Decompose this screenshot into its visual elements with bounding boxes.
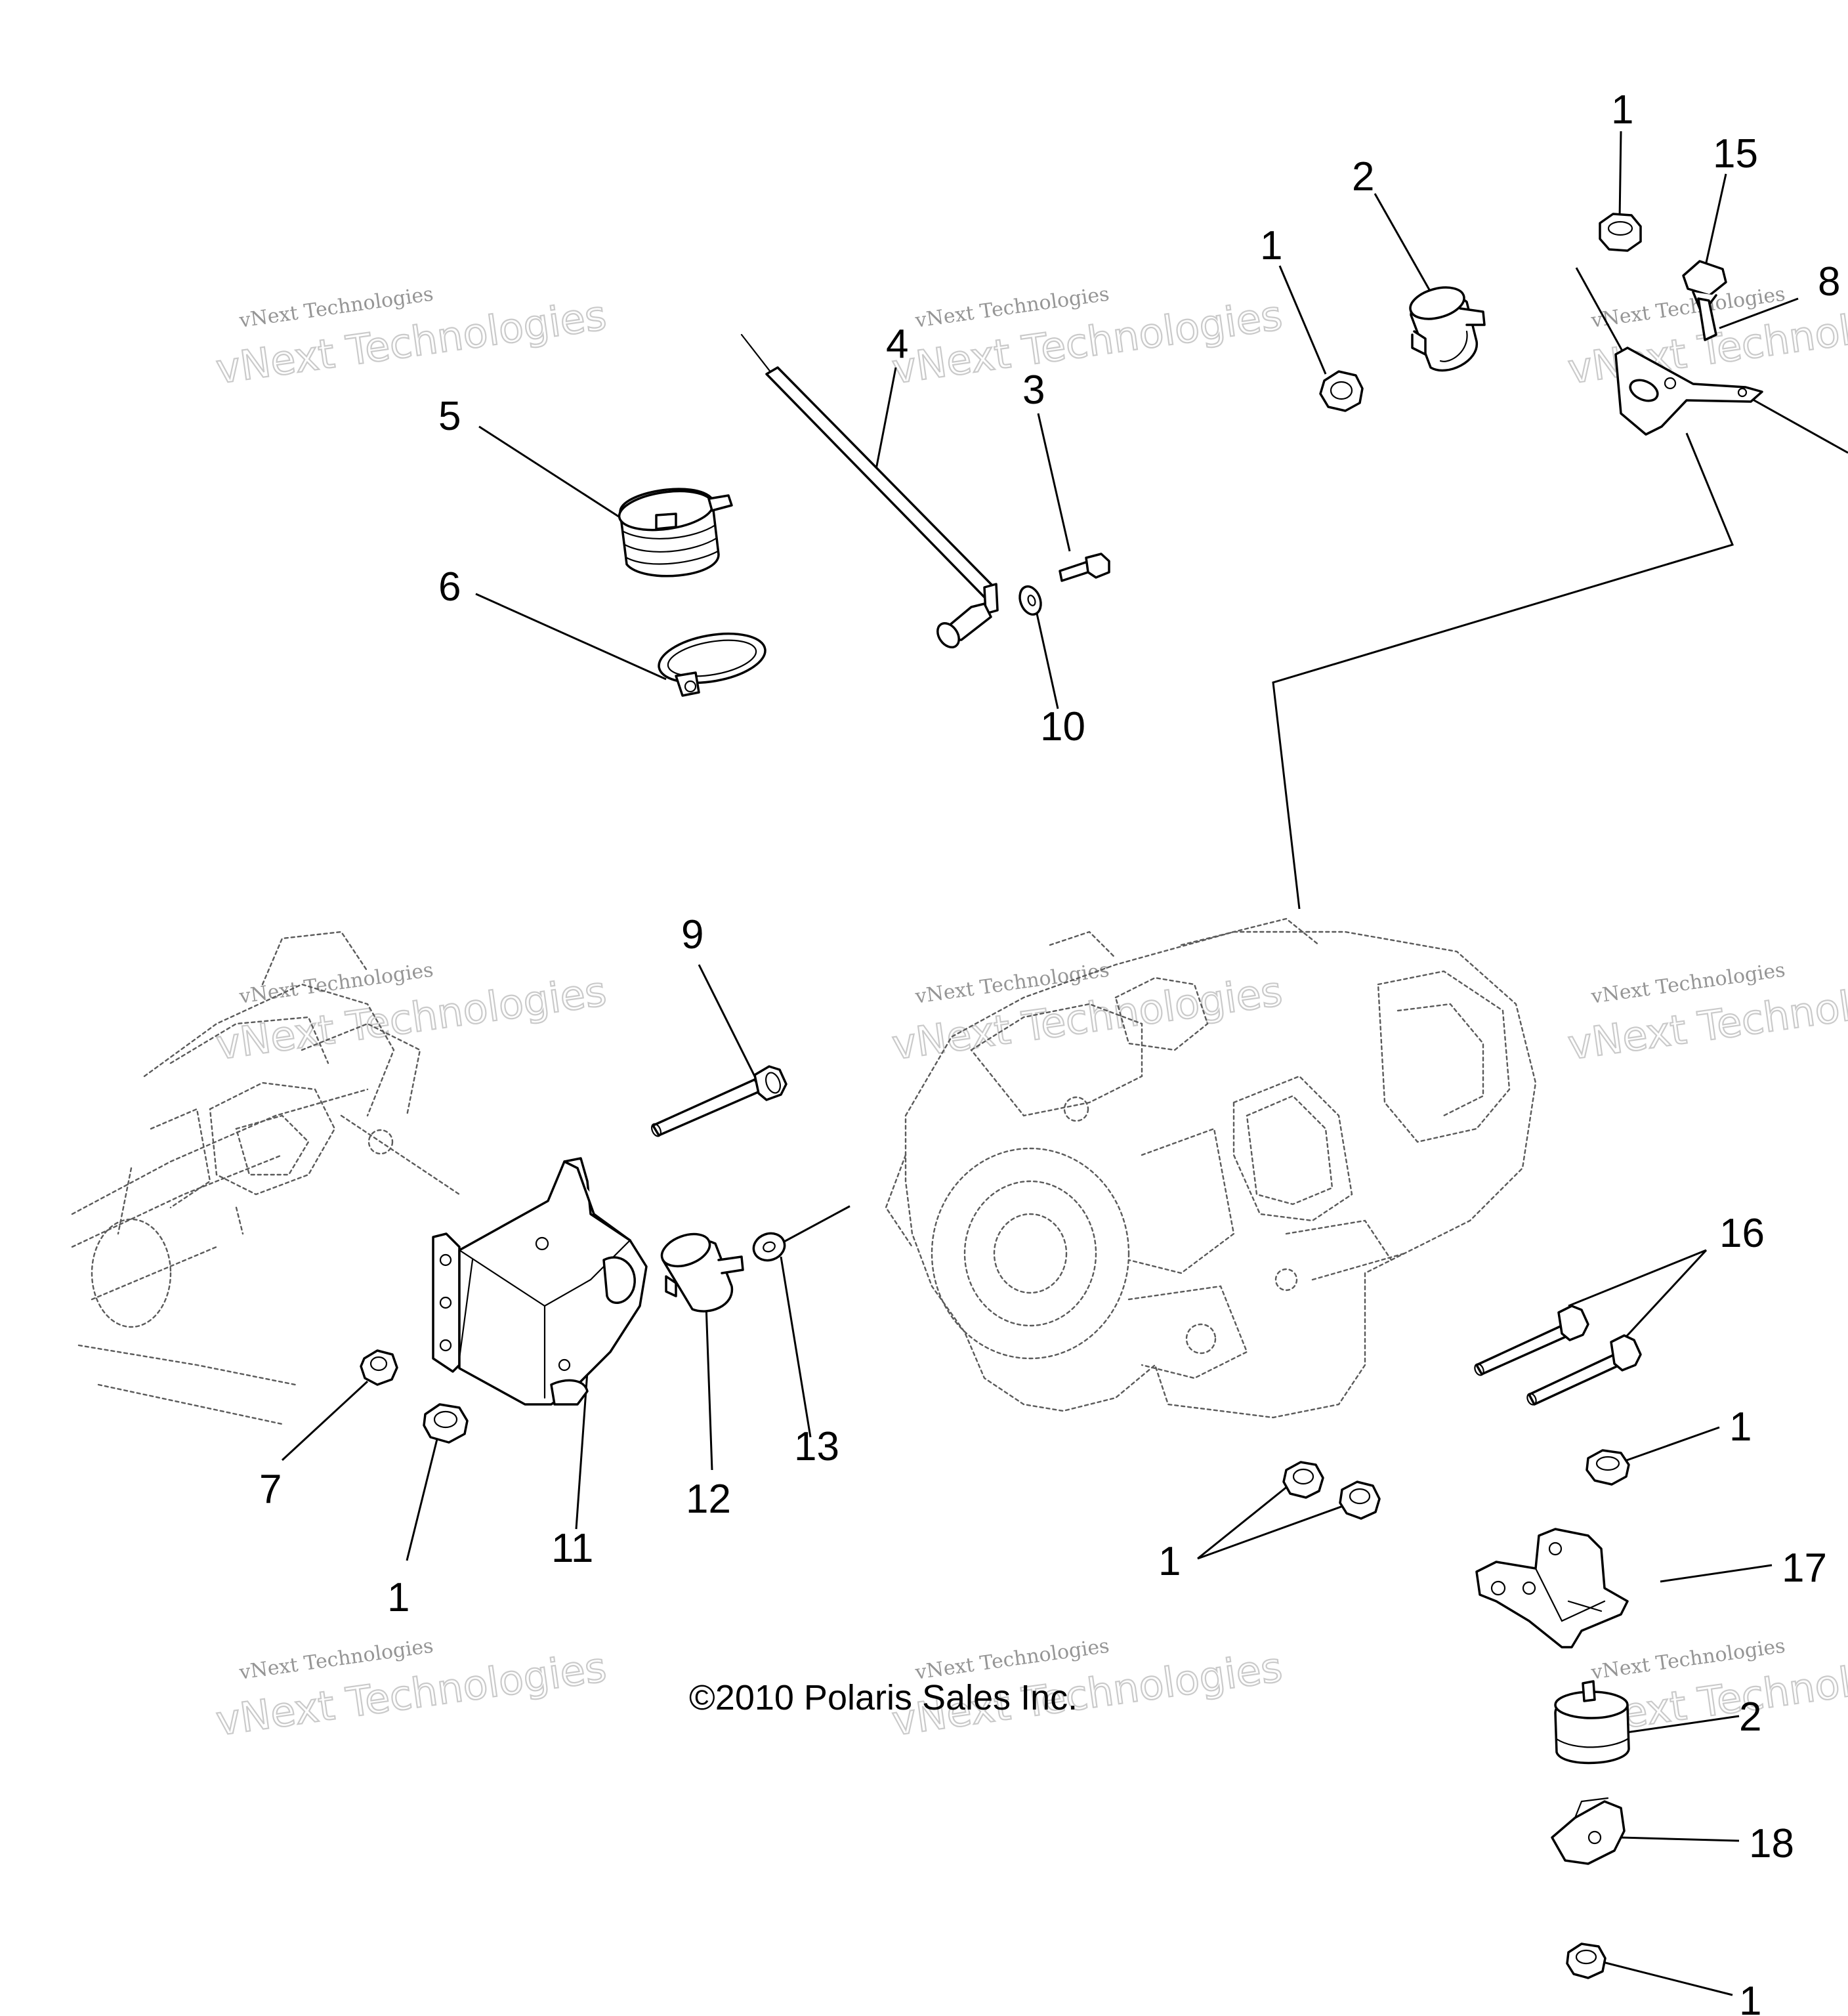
flange-nut-bottom-center-b bbox=[1339, 1480, 1381, 1520]
watermark-mid-right: vNext Technologies vNext Technologies bbox=[1564, 959, 1848, 1070]
bolt-15 bbox=[1682, 260, 1727, 341]
leader-lines bbox=[281, 131, 1848, 1996]
callout-2-top: 2 bbox=[1352, 154, 1374, 200]
callout-13: 13 bbox=[794, 1424, 839, 1469]
watermark-mid-left: vNext Technologies vNext Technologies bbox=[213, 959, 610, 1070]
long-bolt-9 bbox=[651, 1065, 788, 1137]
callout-1-bottom-center: 1 bbox=[1158, 1539, 1181, 1584]
callout-11: 11 bbox=[551, 1526, 593, 1571]
callout-1-bottom-left: 1 bbox=[387, 1575, 410, 1620]
engine-mount-bracket-11 bbox=[432, 1157, 648, 1406]
watermarks: vNext Technologies vNext Technologies vN… bbox=[213, 283, 1848, 1746]
bolt-16-lower bbox=[1526, 1334, 1642, 1406]
callout-16: 16 bbox=[1719, 1211, 1765, 1256]
callout-7: 7 bbox=[259, 1467, 282, 1512]
frame-outline-ghost bbox=[71, 931, 461, 1425]
flange-nut-top-left bbox=[1319, 370, 1364, 412]
hose-clamp-6 bbox=[658, 632, 766, 697]
flange-nut-bottom-right bbox=[1566, 1942, 1606, 1979]
mount-bracket-top-right bbox=[1614, 346, 1763, 436]
callout-3: 3 bbox=[1022, 368, 1045, 413]
callout-9: 9 bbox=[681, 912, 704, 957]
mount-bracket-17 bbox=[1475, 1528, 1629, 1648]
washer-10 bbox=[1018, 585, 1042, 616]
intake-boot-5 bbox=[618, 488, 733, 578]
rod-4 bbox=[740, 333, 999, 648]
bolt-3 bbox=[1059, 553, 1110, 582]
callout-5: 5 bbox=[438, 394, 461, 439]
callout-1-right: 1 bbox=[1729, 1404, 1752, 1450]
bracket-18 bbox=[1551, 1797, 1626, 1865]
callout-8: 8 bbox=[1818, 259, 1840, 304]
callout-17: 17 bbox=[1782, 1545, 1827, 1591]
flange-nut-bottom-center-a bbox=[1282, 1461, 1324, 1499]
flange-nut-bottom-left bbox=[423, 1403, 469, 1444]
callout-18: 18 bbox=[1749, 1821, 1794, 1866]
callout-2-bottom: 2 bbox=[1739, 1694, 1761, 1740]
rubber-mount-12 bbox=[660, 1232, 744, 1312]
washer-13 bbox=[752, 1232, 786, 1262]
rubber-mount-bottom bbox=[1554, 1680, 1630, 1765]
watermark-bottom-left: vNext Technologies vNext Technologies bbox=[213, 1635, 610, 1746]
callout-1-bottom-right: 1 bbox=[1739, 1979, 1761, 2016]
engine-outline-ghost bbox=[885, 917, 1537, 1419]
copyright-text: ©2010 Polaris Sales Inc. bbox=[689, 1678, 1078, 1717]
rubber-mount-top bbox=[1409, 286, 1486, 372]
watermark-top-center: vNext Technologies vNext Technologies bbox=[889, 283, 1286, 394]
callout-6: 6 bbox=[438, 564, 461, 610]
callout-1-top-left: 1 bbox=[1260, 223, 1282, 268]
watermark-mid-center: vNext Technologies vNext Technologies bbox=[889, 959, 1286, 1070]
callout-15: 15 bbox=[1713, 131, 1758, 177]
watermark-top-left: vNext Technologies vNext Technologies bbox=[213, 283, 610, 394]
bolt-16-upper bbox=[1474, 1305, 1589, 1376]
nut-7 bbox=[360, 1349, 398, 1386]
callout-4: 4 bbox=[886, 322, 908, 367]
callout-1-top-right: 1 bbox=[1611, 87, 1633, 133]
callout-10: 10 bbox=[1040, 704, 1085, 749]
flange-nut-top-right bbox=[1599, 213, 1642, 252]
flange-nut-right bbox=[1586, 1449, 1630, 1486]
callout-labels: 1 15 8 2 1 4 3 5 6 10 9 16 13 12 7 11 1 … bbox=[259, 87, 1840, 2016]
callout-12: 12 bbox=[686, 1477, 731, 1522]
